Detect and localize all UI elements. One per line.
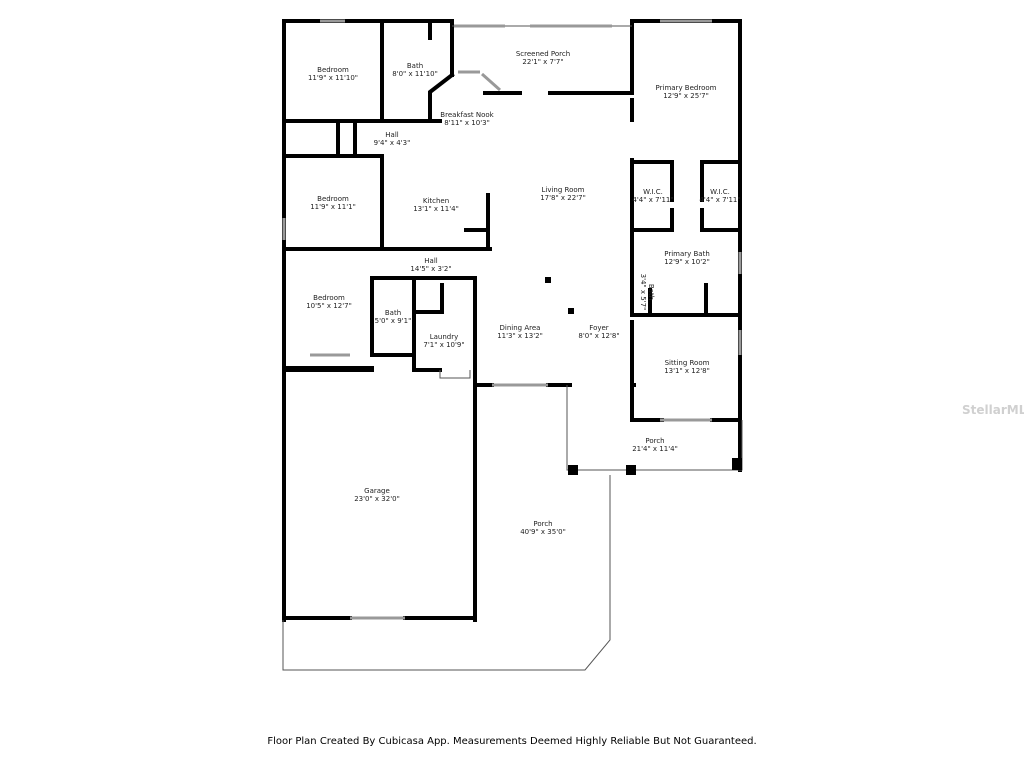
svg-text:Bedroom: Bedroom bbox=[317, 195, 349, 203]
svg-text:Kitchen: Kitchen bbox=[423, 197, 449, 205]
svg-text:Laundry: Laundry bbox=[430, 333, 459, 341]
footer-disclaimer: Floor Plan Created By Cubicasa App. Meas… bbox=[267, 736, 757, 747]
svg-text:12'9" x 10'2": 12'9" x 10'2" bbox=[664, 258, 710, 266]
svg-text:7'1" x 10'9": 7'1" x 10'9" bbox=[423, 341, 464, 349]
svg-text:4'4" x 7'11": 4'4" x 7'11" bbox=[632, 196, 673, 204]
svg-text:21'4" x 11'4": 21'4" x 11'4" bbox=[632, 445, 678, 453]
svg-text:13'1" x 12'8": 13'1" x 12'8" bbox=[664, 367, 710, 375]
svg-text:11'3" x 13'2": 11'3" x 13'2" bbox=[497, 332, 543, 340]
thin-lines bbox=[282, 19, 743, 671]
svg-text:Primary Bath: Primary Bath bbox=[664, 250, 710, 258]
svg-text:Bedroom: Bedroom bbox=[317, 66, 349, 74]
svg-text:Bath: Bath bbox=[385, 309, 401, 317]
svg-text:W.I.C.: W.I.C. bbox=[710, 188, 730, 196]
svg-text:Living Room: Living Room bbox=[542, 186, 585, 194]
svg-text:8'0" x 11'10": 8'0" x 11'10" bbox=[392, 70, 438, 78]
svg-text:11'9" x 11'1": 11'9" x 11'1" bbox=[310, 203, 356, 211]
svg-text:Screened Porch: Screened Porch bbox=[516, 50, 570, 58]
svg-text:40'9" x 35'0": 40'9" x 35'0" bbox=[520, 528, 566, 536]
svg-text:8'0" x 12'8": 8'0" x 12'8" bbox=[578, 332, 619, 340]
svg-text:Bath: Bath bbox=[647, 284, 655, 300]
svg-text:Garage: Garage bbox=[364, 487, 390, 495]
svg-text:17'8" x 22'7": 17'8" x 22'7" bbox=[540, 194, 586, 202]
svg-text:12'9" x 25'7": 12'9" x 25'7" bbox=[663, 92, 709, 100]
svg-text:Porch: Porch bbox=[645, 437, 664, 445]
svg-text:Foyer: Foyer bbox=[589, 324, 609, 332]
watermark: StellarMLS bbox=[962, 403, 1024, 417]
svg-text:10'5" x 12'7": 10'5" x 12'7" bbox=[306, 302, 352, 310]
posts bbox=[545, 277, 742, 475]
svg-text:Porch: Porch bbox=[533, 520, 552, 528]
svg-text:Primary Bedroom: Primary Bedroom bbox=[656, 84, 717, 92]
svg-text:22'1" x 7'7": 22'1" x 7'7" bbox=[522, 58, 563, 66]
svg-text:Bedroom: Bedroom bbox=[313, 294, 345, 302]
svg-text:14'5" x 3'2": 14'5" x 3'2" bbox=[410, 265, 451, 273]
svg-text:Breakfast Nook: Breakfast Nook bbox=[440, 111, 494, 119]
svg-text:W.I.C.: W.I.C. bbox=[643, 188, 663, 196]
svg-text:Hall: Hall bbox=[424, 257, 437, 265]
svg-text:Sitting Room: Sitting Room bbox=[665, 359, 710, 367]
svg-text:4'4" x 7'11": 4'4" x 7'11" bbox=[699, 196, 740, 204]
svg-text:8'11" x 10'3": 8'11" x 10'3" bbox=[444, 119, 490, 127]
walls bbox=[282, 19, 742, 622]
svg-text:Dining Area: Dining Area bbox=[500, 324, 541, 332]
svg-text:13'1" x 11'4": 13'1" x 11'4" bbox=[413, 205, 459, 213]
svg-text:9'4" x 4'3": 9'4" x 4'3" bbox=[374, 139, 411, 147]
svg-text:23'0" x 32'0": 23'0" x 32'0" bbox=[354, 495, 400, 503]
svg-text:Hall: Hall bbox=[385, 131, 398, 139]
svg-text:Bath: Bath bbox=[407, 62, 423, 70]
svg-text:3'4" x 5'7": 3'4" x 5'7" bbox=[639, 274, 647, 311]
svg-text:11'9" x 11'10": 11'9" x 11'10" bbox=[308, 74, 358, 82]
svg-text:5'0" x 9'1": 5'0" x 9'1" bbox=[375, 317, 412, 325]
